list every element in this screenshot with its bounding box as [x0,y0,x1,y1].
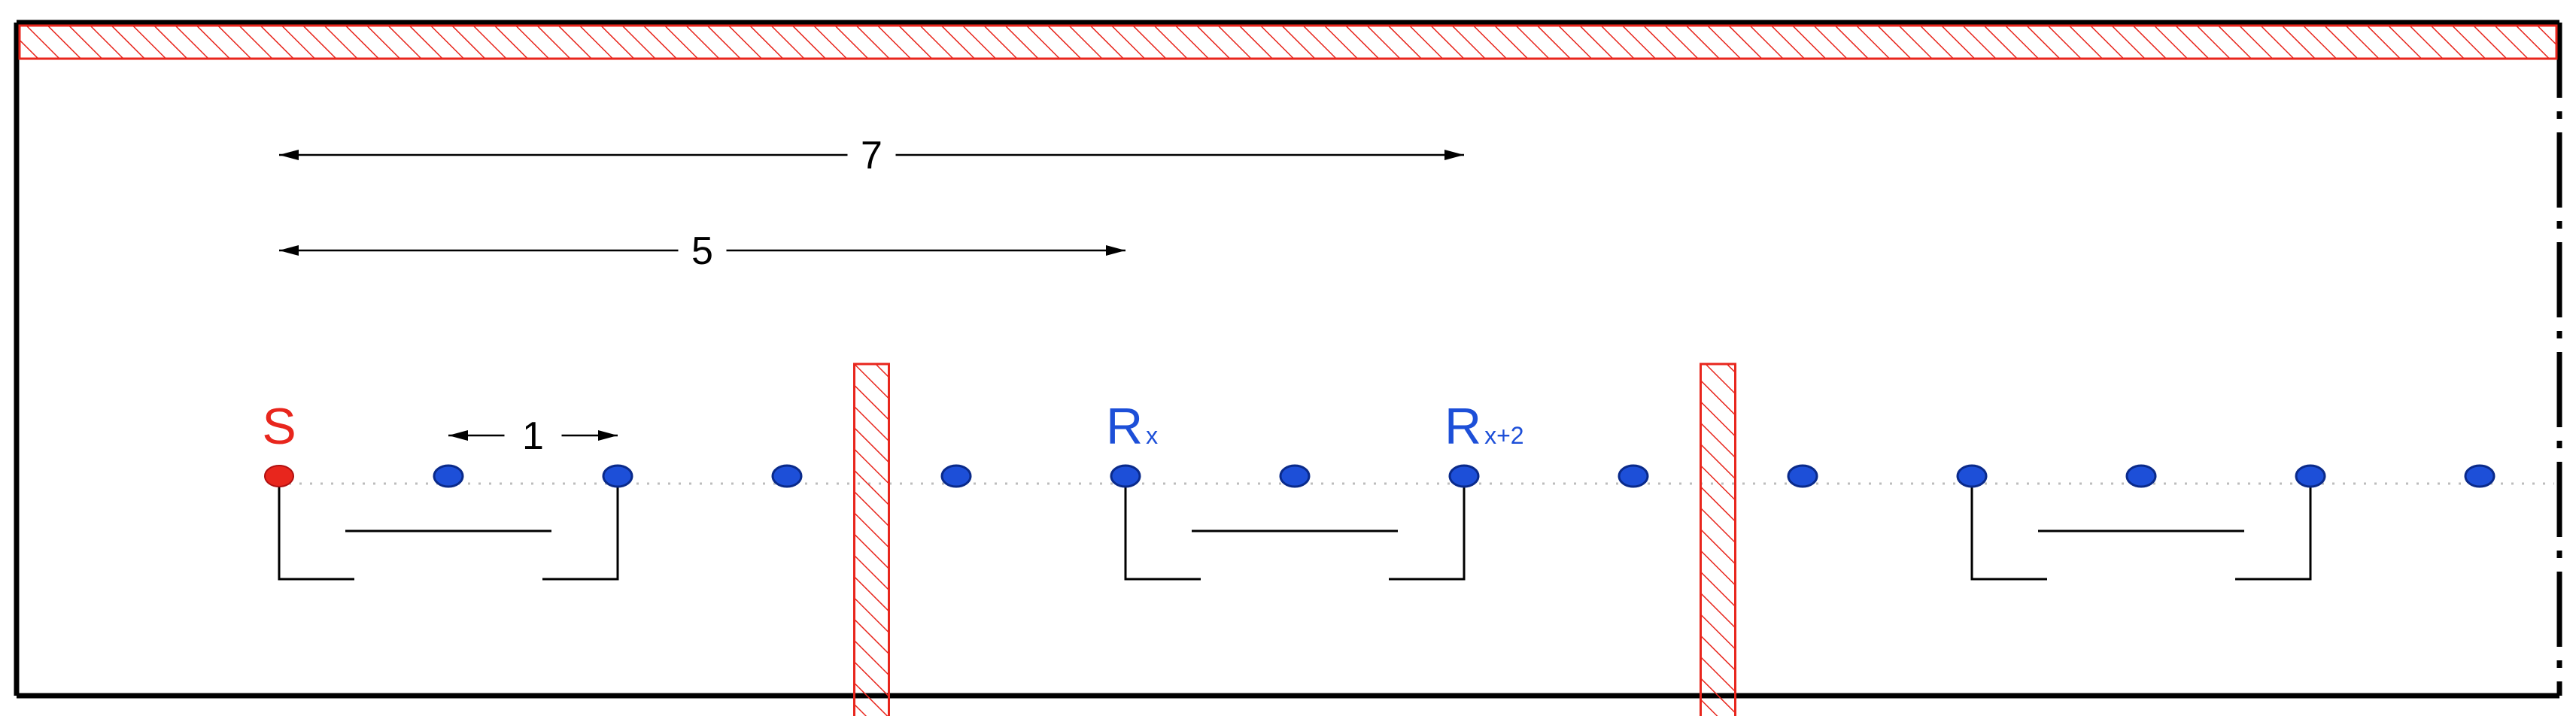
dim-arrow-right-7 [1444,150,1464,160]
receiver-point-4 [940,464,972,488]
source-label: S [262,398,296,455]
dim-label-1: 1 [522,414,544,458]
receiver-point-11 [2125,464,2157,488]
receiver-point-8 [1618,464,1649,488]
bracket-left-1 [278,485,354,581]
bracket-right-2 [1389,485,1466,581]
bracket-right-3 [2235,485,2312,581]
brackets [278,485,2312,581]
dim-arrow-left-1 [448,430,468,441]
dimension-lines: 7 5 1 [279,134,1464,458]
bracket-left-2 [1124,485,1201,581]
electrode-points [264,464,2496,488]
barriers [853,363,1736,716]
receiver-point-10 [1956,464,1988,488]
barrier-2 [1700,363,1736,716]
ceiling-hatch [18,24,2558,60]
source-point [264,465,294,487]
receiver-point-12 [2295,464,2326,488]
receiver-point-1 [433,464,464,488]
receiver-point-5 [1110,464,1141,488]
dim-arrow-left-5 [279,245,299,256]
receiver-point-3 [771,464,803,488]
dim-arrow-right-5 [1106,245,1125,256]
dim-label-7: 7 [861,134,882,177]
receiver-point-6 [1279,464,1311,488]
receiver-point-13 [2464,464,2496,488]
dim-arrow-left-7 [279,150,299,160]
dim-arrow-right-1 [598,430,618,441]
dim-label-5: 5 [691,229,713,273]
receiver-point-7 [1448,464,1480,488]
bracket-left-3 [1970,485,2047,581]
bracket-right-1 [542,485,619,581]
receiver-point-9 [1787,464,1818,488]
barrier-1 [853,363,890,716]
frame [14,20,2562,699]
receiver-point-2 [602,464,633,488]
